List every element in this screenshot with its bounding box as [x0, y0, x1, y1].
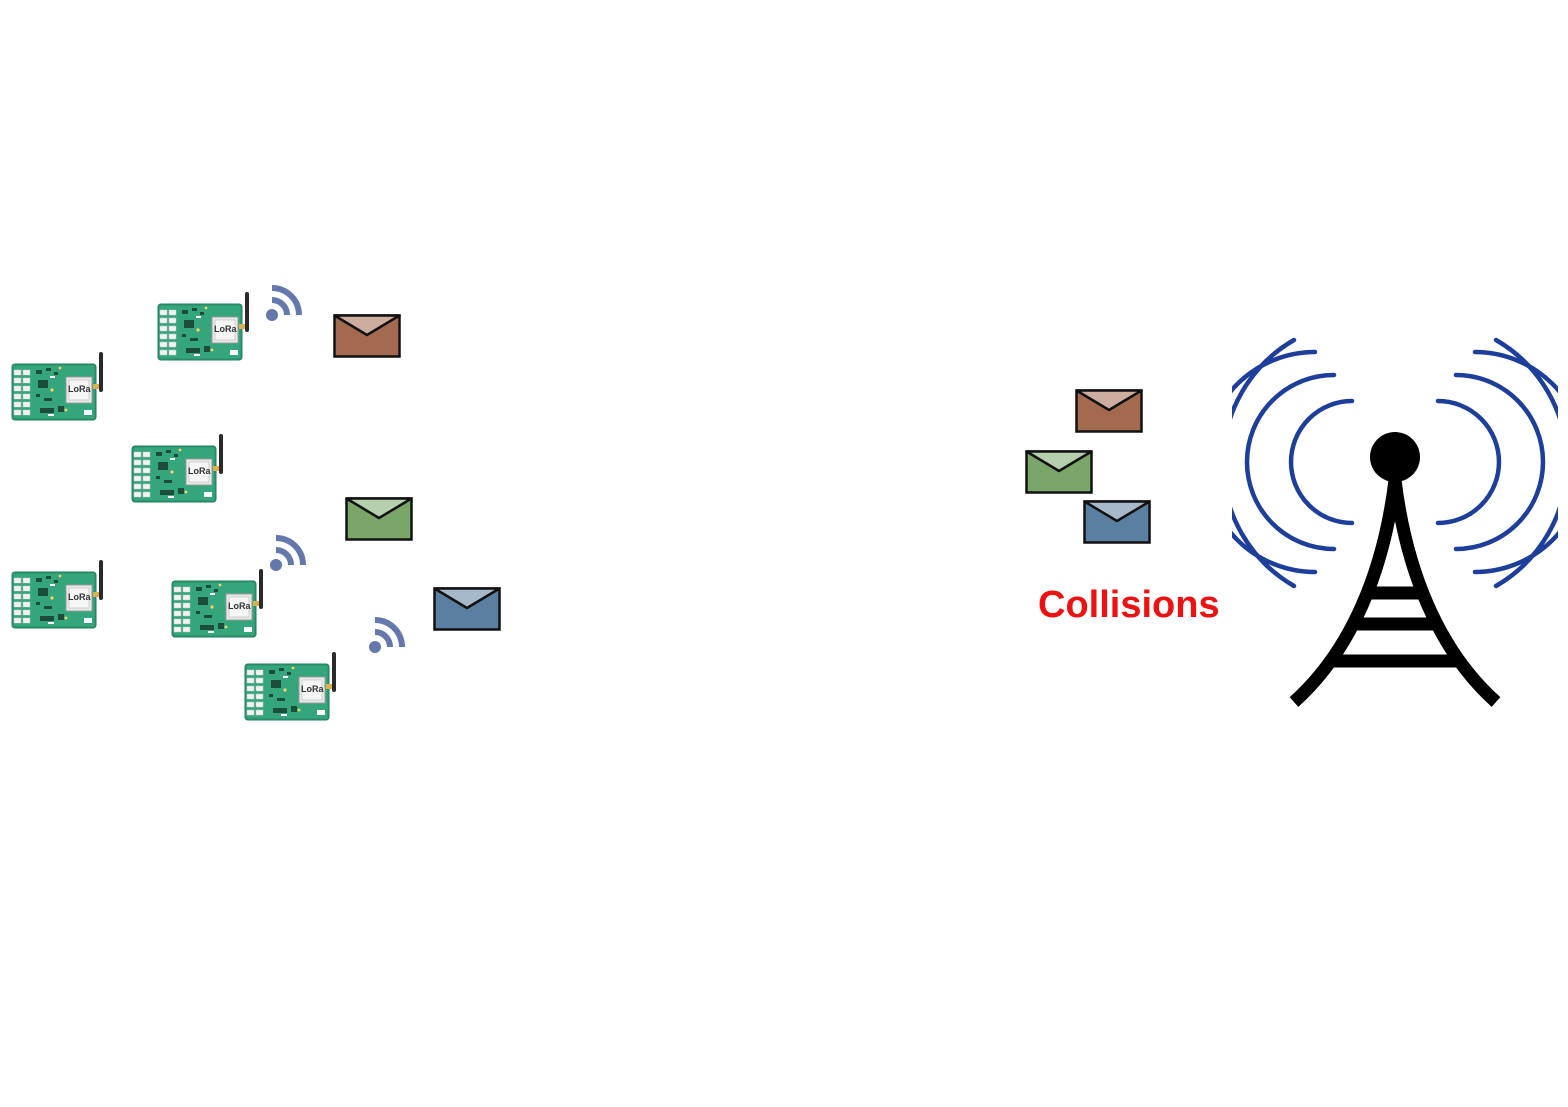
lora-chip-label: LoRa — [188, 466, 211, 476]
collisions-label: Collisions — [1038, 584, 1220, 626]
lora-chip-label: LoRa — [214, 324, 237, 334]
green-envelope-icon — [1025, 450, 1093, 494]
orange-envelope-icon — [333, 314, 401, 358]
lora-device-icon: LoRa — [243, 650, 343, 722]
green-envelope-icon — [345, 497, 413, 541]
lora-chip-label: LoRa — [301, 684, 324, 694]
lora-chip-label: LoRa — [228, 601, 251, 611]
lora-device-icon: LoRa — [130, 432, 230, 504]
wifi-signal-icon — [267, 530, 315, 574]
wifi-signal-icon — [366, 612, 414, 656]
lora-device-icon: LoRa — [170, 567, 270, 639]
lora-chip-label: LoRa — [68, 384, 91, 394]
lora-device-icon: LoRa — [156, 290, 256, 362]
wifi-signal-icon — [263, 280, 311, 324]
orange-envelope-icon — [1075, 389, 1143, 433]
blue-envelope-icon — [433, 587, 501, 631]
lora-device-icon: LoRa — [10, 350, 110, 422]
lora-device-icon: LoRa — [10, 558, 110, 630]
blue-envelope-icon — [1083, 500, 1151, 544]
lora-chip-label: LoRa — [68, 592, 91, 602]
radio-tower-icon — [1232, 330, 1558, 710]
